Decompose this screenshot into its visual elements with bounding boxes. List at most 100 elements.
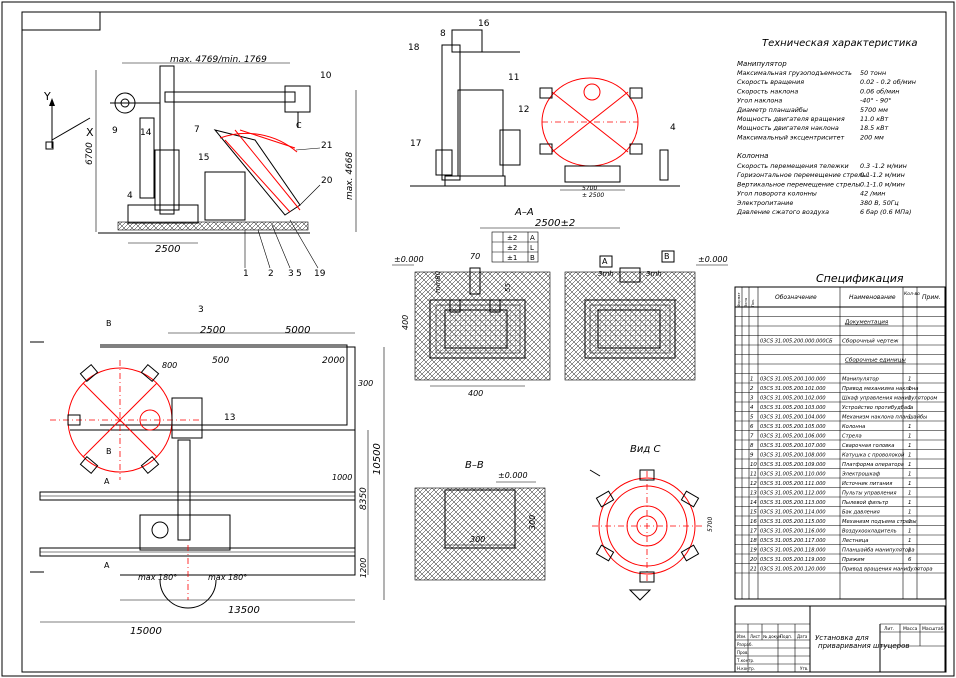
plan-dim-5000: 5000 [285, 325, 310, 336]
dim-reach: max. 4769/min. 1769 [170, 55, 267, 65]
spec-head-qty: Кол-во [904, 291, 920, 297]
spec-item-name: Планшайба манипулятора [842, 548, 915, 554]
spec-item-code: 03CS 31.005.200.103.000 [760, 405, 826, 411]
tech-row-label: Горизонтальное перемещение стрелы [737, 171, 867, 179]
tech-row-label: Давление сжатого воздуха [736, 208, 829, 216]
spec-item-pos: 18 [750, 538, 757, 544]
tech-row-value: -40° - 90° [860, 97, 891, 105]
dim-2500-tol: 2500±2 [535, 218, 575, 229]
marker-a-bottom: A [104, 561, 110, 570]
callout-9: 9 [112, 126, 118, 136]
spec-item-pos: 16 [750, 519, 757, 525]
plan-dim-500: 500 [212, 356, 229, 366]
spec-item-qty: 1 [908, 396, 911, 402]
side-dim-2500: ± 2500 [582, 192, 604, 199]
spec-item-qty: 1 [908, 500, 911, 506]
spec-item-pos: 21 [750, 567, 757, 573]
spec-item-name: Лестница [841, 538, 868, 544]
spec-item-pos: 5 [750, 415, 754, 421]
tol-ref-b: B [530, 254, 535, 262]
tol-1: ±2 [507, 234, 517, 242]
inner-frame [21, 11, 947, 673]
spec-item-qty: 1 [908, 548, 911, 554]
spec-item-name: Привод механизма наклона [842, 386, 918, 392]
tech-row-value: 0.1-1.0 м/мин [860, 180, 905, 188]
side-column [441, 44, 461, 181]
tech-title: Техническая характеристика [762, 38, 918, 49]
spec-item-pos: 11 [750, 472, 757, 478]
spec-item-code: 03CS 31.005.200.119.000 [760, 557, 826, 563]
spec-item-qty: 1 [908, 415, 911, 421]
bb-level: ±0.000 [498, 471, 528, 480]
spec-item-qty: 1 [908, 434, 911, 440]
spec-item-name: Катушка с проволокой [842, 453, 905, 459]
spec-item-qty: 1 [908, 377, 911, 383]
plan-dim-2000: 2000 [322, 356, 345, 366]
spec-doc-code: 03CS 31.005.200.000.000СБ [760, 339, 833, 345]
tech-row-label: Мощность двигателя наклона [737, 124, 839, 132]
view-c: Вид C 5700 [589, 444, 714, 601]
spec-item-code: 03CS 31.005.200.120.000 [760, 567, 826, 573]
marker-a-top: A [104, 477, 110, 486]
spec-item-code: 03CS 31.005.200.107.000 [760, 443, 826, 449]
spec-item-code: 03CS 31.005.200.110.000 [760, 472, 826, 478]
plan-dim-15000: 15000 [130, 626, 162, 637]
plan-dim-800: 800 [162, 361, 177, 370]
spec-item-name: Колонна [842, 424, 865, 430]
spec-head-note: Прим. [922, 294, 941, 301]
spec-item-name: Механизм подъема стрелы [842, 519, 917, 525]
side-callout-18: 18 [408, 43, 420, 53]
dim-3mh-2: 3mh [646, 270, 662, 278]
datum-b: B [664, 252, 670, 261]
tech-row-value: 0.3 -1.2 м/мин [860, 162, 907, 170]
bb-foundation [414, 487, 546, 581]
callout-14: 14 [140, 128, 152, 138]
side-view: 5700 ± 2500 8 16 18 11 12 17 4 [408, 19, 680, 199]
callout-2: 2 [268, 269, 274, 279]
tech-row-value: 0.06 об/мин [860, 87, 899, 95]
callout-7: 7 [194, 125, 200, 135]
tech-row-label: Угол наклона [737, 97, 782, 105]
tb-izm: Изм. [737, 634, 746, 639]
view-c-dim: 5700 [707, 517, 714, 532]
spec-item-qty: 1 [908, 424, 911, 430]
spec-head-zone: Зона [744, 298, 748, 307]
spec-item-name: Платформа оператора [842, 462, 904, 468]
tol-3: ±1 [507, 254, 517, 262]
spec-section: Сборочные единицы [845, 358, 906, 364]
level-left: ±0.000 [394, 255, 424, 264]
spec-item-name: Устройство протибудбаса [842, 405, 913, 411]
spec-item-name: Манипулятор [842, 377, 880, 383]
spec-item-qty: 1 [908, 386, 911, 392]
spec-item-code: 03CS 31.005.200.115.000 [760, 519, 826, 525]
spec-item-pos: 1 [750, 377, 753, 383]
spec-item-pos: 3 [750, 396, 754, 402]
front-view: Y X max. 4769/min. 1769 [43, 55, 357, 279]
spec-item-qty: 1 [908, 453, 911, 459]
spec-item-pos: 15 [750, 510, 757, 516]
tech-row-value: 380 В, 50Гц [860, 199, 899, 207]
tech-row-value: 6 бар (0.6 МПа) [860, 208, 911, 216]
spec-head-code: Обозначение [775, 294, 817, 301]
spec-item-pos: 19 [750, 548, 757, 554]
spec-item-name: Сварочная головка [842, 443, 895, 449]
tb-sign: Подп. [780, 634, 792, 639]
tech-row-label: Максимальная грузоподъемность [737, 69, 852, 77]
spec-item-code: 03CS 31.005.200.104.000 [760, 415, 826, 421]
tech-row-value: 42 /мин [860, 190, 885, 198]
plan-callout-13: 13 [224, 413, 235, 423]
callout-19: 19 [314, 269, 326, 279]
tb-role-4: Н.контр. [737, 666, 755, 671]
callout-3: 3 [288, 269, 294, 279]
marker-b-top: B [106, 319, 112, 328]
tech-row-label: Скорость наклона [737, 87, 798, 95]
tb-lit: Лит. [884, 626, 894, 632]
manipulator-body [204, 171, 246, 221]
plan-dim-1200: 1200 [359, 558, 368, 578]
dim-3mh-1: 3mh [598, 270, 614, 278]
tb-role-1: Разраб. [737, 642, 753, 647]
spec-item-code: 03CS 31.005.200.114.000 [760, 510, 826, 516]
x-axis-label: X [86, 126, 94, 139]
spec-item-qty: 1 [908, 481, 911, 487]
